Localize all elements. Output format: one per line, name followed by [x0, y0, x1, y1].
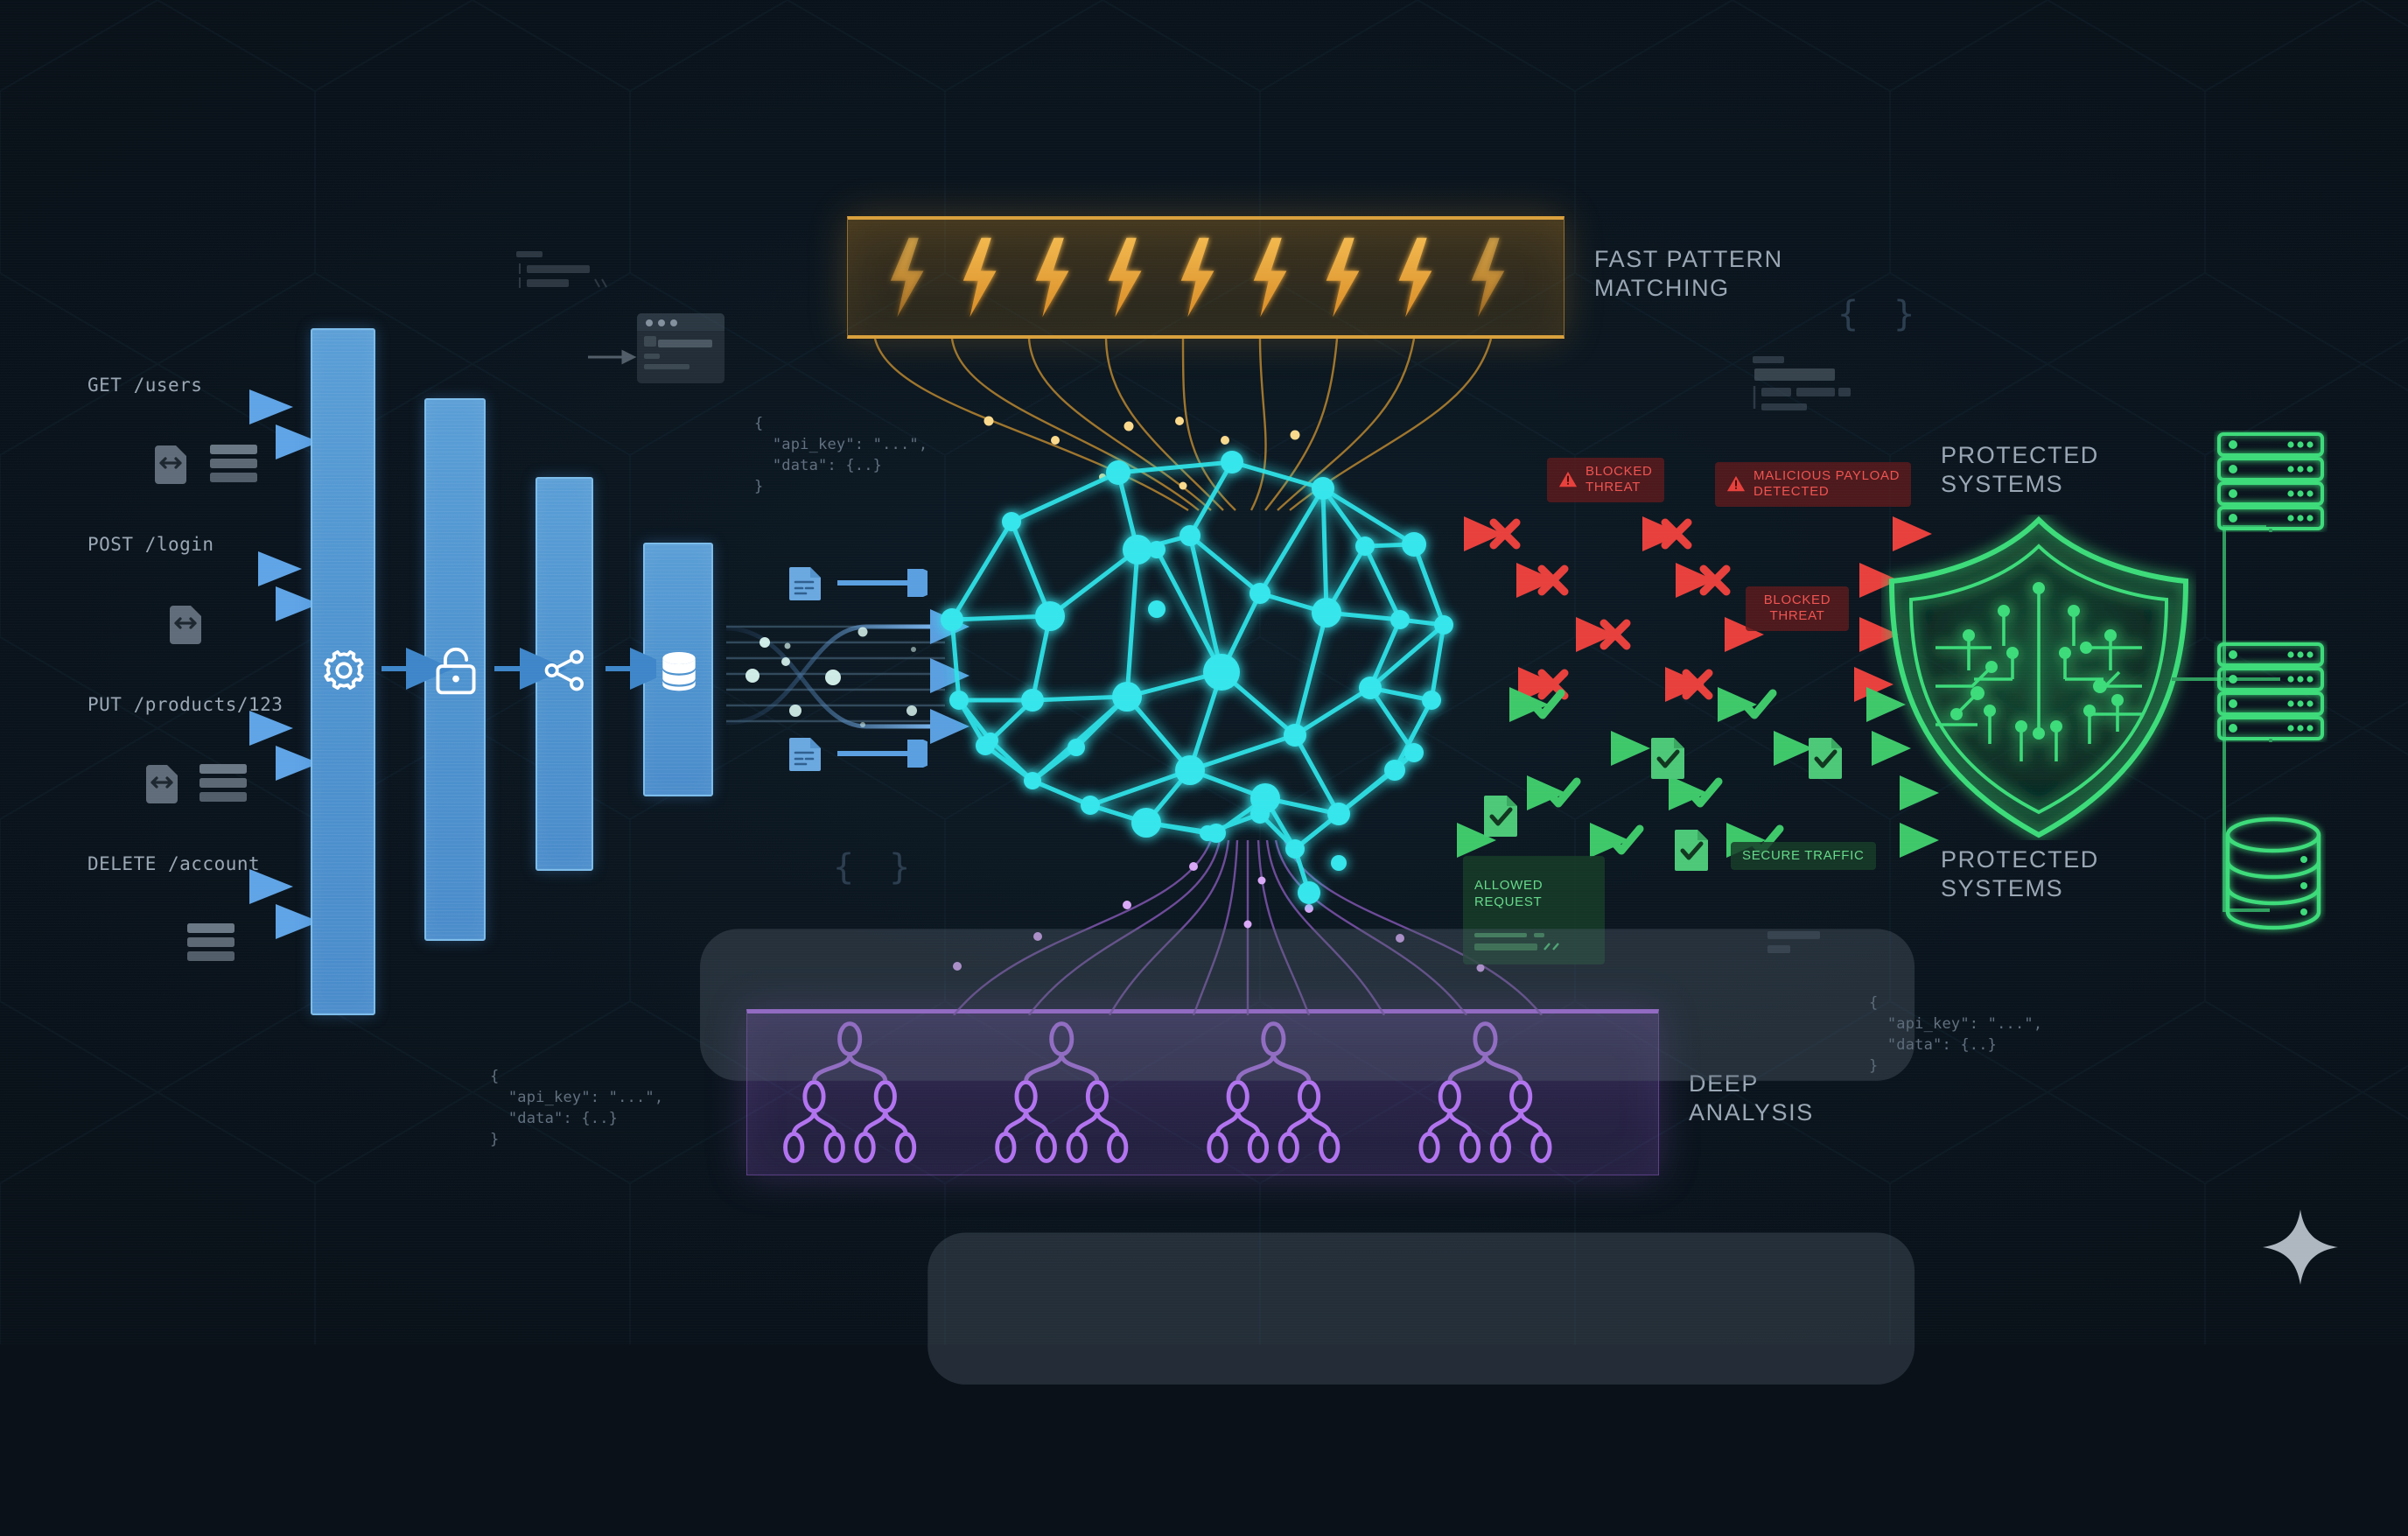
stack-list-icon	[187, 923, 234, 961]
ghost-code-block-1	[516, 251, 607, 288]
badge-text: BLOCKED THREAT	[1763, 593, 1831, 624]
check-mark-icon	[1534, 693, 1561, 715]
payload-snippet-1: { "api_key": "...", "data": {..} }	[754, 415, 928, 496]
stack-list-icon	[210, 445, 257, 482]
pipeline-connectors	[382, 648, 656, 690]
blocked-threat-badge-1[interactable]: BLOCKED THREAT	[1547, 458, 1664, 502]
check-mark-icon	[1550, 782, 1577, 803]
check-mark-icon	[1746, 693, 1773, 715]
diagram-canvas: GET /users POST /login PUT /products/123…	[0, 0, 2408, 1385]
payload-snippet-2: { "api_key": "...", "data": {..} }	[490, 1068, 664, 1149]
share-nodes-icon	[544, 649, 584, 691]
database-cylinder-icon[interactable]	[2221, 814, 2326, 936]
document-check-icon	[1484, 796, 1517, 837]
arrow-right-icon	[837, 569, 928, 597]
fast-path-connectors	[873, 338, 1493, 512]
gear-icon	[324, 649, 364, 691]
document-check-icon	[1675, 830, 1708, 871]
shield-circuit-icon[interactable]	[1881, 515, 2196, 840]
request-label-delete-account: DELETE /account	[88, 853, 261, 874]
x-mark-icon	[1542, 569, 1564, 592]
database-icon	[662, 652, 696, 691]
protected-systems-label-bottom: PROTECTED SYSTEMS	[1941, 846, 2099, 901]
sparkle-icon	[2263, 1210, 2338, 1285]
document-check-icon	[1809, 738, 1842, 779]
document-lines-icon	[789, 738, 821, 771]
badge-detail-bars	[1474, 933, 1559, 951]
check-mark-icon	[1691, 782, 1718, 803]
ghost-code-block-4	[700, 929, 1915, 1385]
neural-network-brain[interactable]	[928, 438, 1488, 910]
malicious-payload-badge[interactable]: MALICIOUS PAYLOAD DETECTED	[1715, 462, 1912, 507]
pipeline-stage-processing[interactable]	[311, 328, 375, 1015]
secure-traffic-badge[interactable]: SECURE TRAFFIC	[1731, 842, 1876, 871]
x-mark-icon	[1704, 569, 1726, 592]
deep-analysis-label: DEEP ANALYSIS	[1689, 1070, 1814, 1126]
brace-decoration-2: { }	[833, 847, 918, 887]
window-content	[644, 336, 712, 369]
request-label-get-users: GET /users	[88, 375, 203, 396]
blocked-request-lanes	[1418, 516, 1932, 702]
document-check-icon	[1651, 738, 1684, 779]
allowed-request-lanes	[1418, 687, 1939, 858]
x-mark-icon	[1665, 523, 1688, 545]
deep-analysis-panel[interactable]	[746, 1009, 1659, 1175]
file-transfer-icon	[146, 765, 178, 803]
request-label-put-products: PUT /products/123	[88, 694, 284, 715]
x-mark-icon	[1494, 523, 1516, 545]
payload-stream	[726, 609, 970, 744]
blocked-threat-badge-2[interactable]: BLOCKED THREAT	[1746, 586, 1849, 631]
lock-icon	[436, 647, 476, 695]
check-mark-icon	[1613, 829, 1640, 851]
badge-text: BLOCKED THREAT	[1586, 464, 1653, 495]
ghost-arrow-icon	[588, 349, 637, 365]
protected-systems-label-top: PROTECTED SYSTEMS	[1941, 442, 2099, 497]
warning-triangle-icon	[1558, 472, 1578, 487]
badge-text: MALICIOUS PAYLOAD DETECTED	[1754, 468, 1900, 500]
arrow-right-icon	[837, 740, 928, 768]
window-titlebar	[637, 313, 724, 331]
file-transfer-icon	[170, 606, 201, 644]
stack-list-icon	[200, 764, 247, 802]
lightning-bolt-row	[890, 237, 1505, 318]
ghost-code-block-2	[1753, 356, 1851, 410]
badge-text: ALLOWED REQUEST	[1474, 878, 1544, 909]
badge-text: SECURE TRAFFIC	[1742, 848, 1865, 863]
file-transfer-icon	[155, 445, 186, 484]
fast-pattern-matching-label: FAST PATTERN MATCHING	[1594, 246, 1783, 301]
fast-pattern-matching-panel[interactable]	[847, 216, 1564, 339]
payload-snippet-3: { "api_key": "...", "data": {..} }	[1869, 994, 2043, 1075]
window-traffic-dots	[646, 319, 677, 326]
document-lines-icon	[789, 567, 821, 600]
server-rack-icon[interactable]	[2214, 641, 2328, 742]
brace-decoration-1: { }	[1838, 294, 1922, 334]
warning-triangle-icon	[1726, 476, 1746, 492]
ghost-code-block-3	[1768, 931, 1820, 953]
allowed-request-badge[interactable]: ALLOWED REQUEST	[1463, 856, 1605, 965]
ingress-arrows	[44, 389, 319, 939]
request-label-post-login: POST /login	[88, 534, 214, 555]
deep-path-connectors	[953, 840, 1543, 1015]
server-rack-icon[interactable]	[2214, 431, 2328, 532]
x-mark-icon	[1604, 623, 1627, 646]
